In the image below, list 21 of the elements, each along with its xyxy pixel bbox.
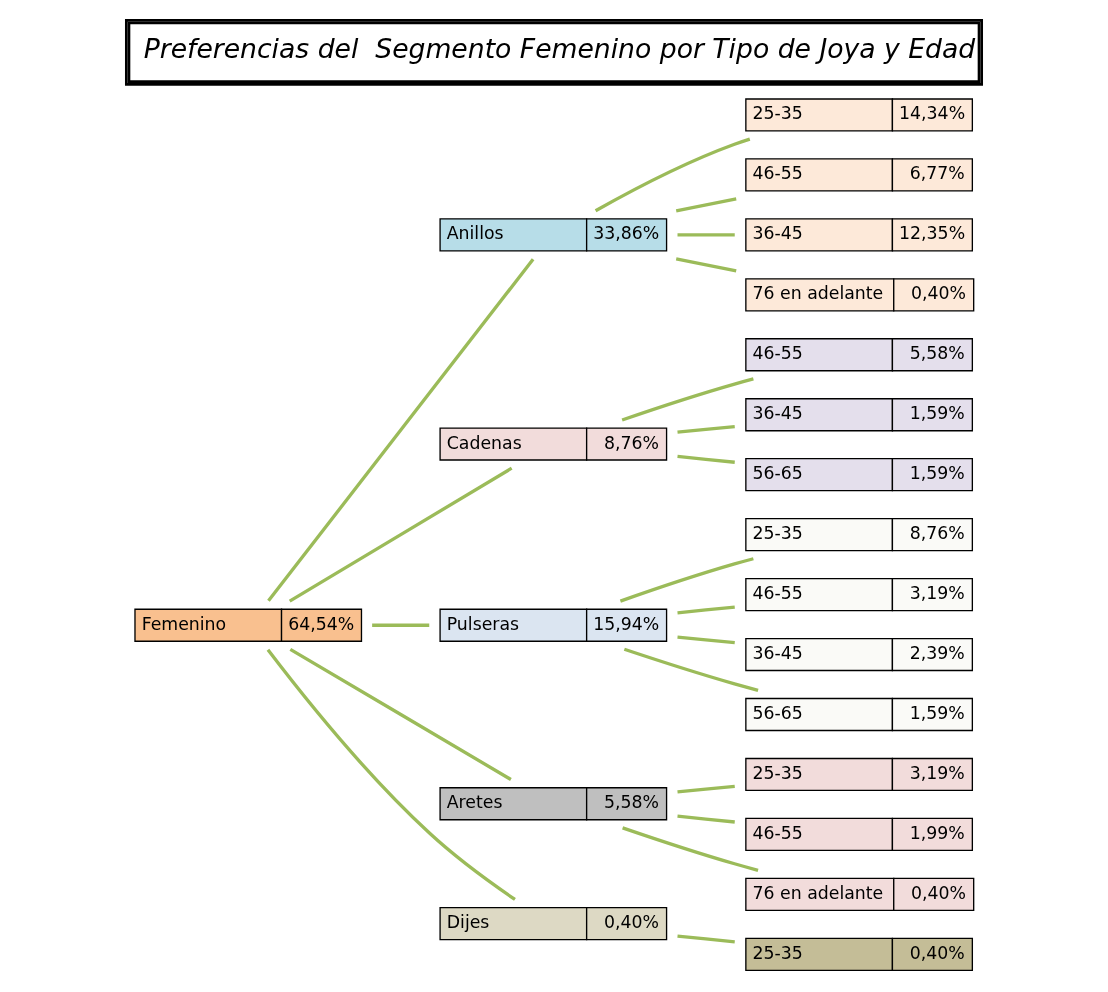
diagram-title: Preferencias del Segmento Femenino por Tipo de Joya y Edad (143, 32, 976, 64)
connector (619, 557, 754, 603)
connector (623, 647, 759, 692)
connector (677, 934, 735, 944)
connector (289, 647, 512, 781)
connector (675, 197, 737, 213)
connector (675, 257, 737, 273)
connector (677, 424, 735, 434)
connector (677, 605, 735, 615)
connector (677, 784, 735, 794)
connector (288, 466, 513, 603)
connector (622, 826, 759, 872)
connector (677, 635, 735, 645)
connector (372, 623, 430, 627)
connector (266, 648, 516, 901)
connector (677, 454, 735, 464)
connector (594, 137, 751, 213)
connector (677, 233, 735, 237)
connector (621, 377, 754, 422)
connector (677, 814, 735, 824)
connector (267, 258, 535, 602)
